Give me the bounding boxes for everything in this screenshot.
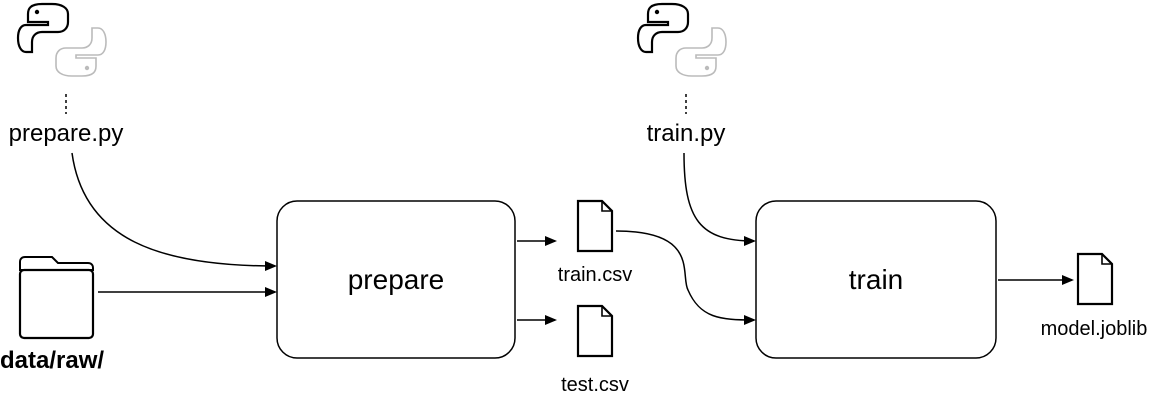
edge-train-script-to-train xyxy=(683,152,756,246)
edge-prepare-script-to-prepare xyxy=(71,152,277,271)
folder-icon xyxy=(18,256,95,340)
python-logo-icon xyxy=(16,2,107,77)
file-icon xyxy=(1076,252,1114,306)
edge-train-csv-to-train xyxy=(615,230,756,325)
train-script-label: train.py xyxy=(647,120,726,147)
raw-folder-label: data/raw/ xyxy=(0,347,104,374)
train-csv-label: train.csv xyxy=(558,264,632,286)
train-stage-box[interactable] xyxy=(755,200,997,359)
python-logo-icon xyxy=(636,2,727,77)
prepare-stage-box[interactable] xyxy=(276,200,516,359)
prepare-stage-label: prepare xyxy=(348,264,445,295)
file-icon xyxy=(576,304,614,358)
model-file-label: model.joblib xyxy=(1041,318,1148,340)
test-csv-label: test.csv xyxy=(561,374,629,396)
file-icon xyxy=(576,199,614,253)
prepare-script-label: prepare.py xyxy=(9,120,124,147)
train-stage-label: train xyxy=(849,264,903,295)
